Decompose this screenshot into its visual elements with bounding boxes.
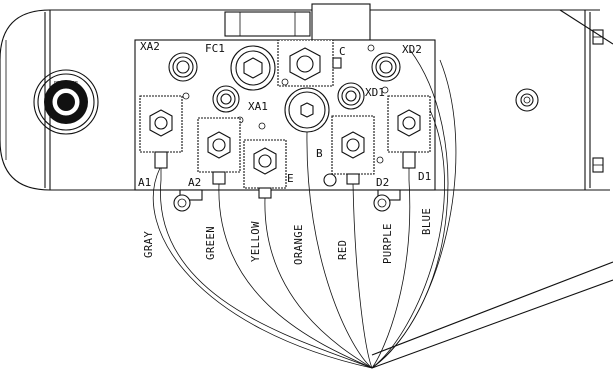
wire-label-purple: PURPLE — [382, 223, 394, 264]
wire-label-yellow: YELLOW — [250, 221, 262, 262]
fitting-xd1 — [337, 82, 365, 110]
port-label-fc1: FC1 — [205, 42, 225, 55]
solenoid-top-center — [277, 39, 342, 87]
fitting-xd2 — [371, 52, 401, 82]
port-label-a2: A2 — [188, 176, 201, 189]
port-label-xd2: XD2 — [402, 43, 422, 56]
wire-label-blue: BLUE — [421, 208, 433, 235]
port-labels: XA2 FC1 C XD2 XD1 XA1 A1 A2 E B D2 D1 — [138, 40, 431, 189]
fitting-xa1 — [212, 85, 240, 113]
port-label-a1: A1 — [138, 176, 151, 189]
wire-label-gray: GRAY — [143, 231, 155, 258]
wire-bundle — [152, 49, 457, 369]
port-label-e: E — [287, 172, 294, 185]
port-label-xd1: XD1 — [365, 86, 385, 99]
pressure-knob: PRESSURE — [33, 69, 99, 135]
port-label-d2: D2 — [376, 176, 389, 189]
solenoid-a2 — [197, 117, 241, 185]
pump-housing — [0, 3, 613, 369]
solenoid-d1 — [387, 95, 431, 180]
port-label-d1: D1 — [418, 170, 431, 183]
fitting-b — [284, 87, 330, 133]
solenoid-a1 — [139, 95, 183, 180]
fitting-xa2 — [168, 52, 198, 82]
wire-labels: GRAY GREEN YELLOW ORANGE RED PURPLE BLUE — [143, 208, 433, 265]
wire-label-red: RED — [337, 240, 349, 260]
wire-label-green: GREEN — [205, 226, 217, 260]
port-label-xa1: XA1 — [248, 100, 268, 113]
port-label-c: C — [339, 45, 346, 58]
wire-label-orange: ORANGE — [293, 224, 305, 265]
port-label-b: B — [316, 147, 323, 160]
mounting-dots — [182, 44, 389, 187]
solenoid-d2 — [331, 115, 375, 185]
fitting-fc1 — [230, 45, 276, 91]
knob-text: PRESSURE — [54, 81, 78, 87]
port-label-xa2: XA2 — [140, 40, 160, 53]
